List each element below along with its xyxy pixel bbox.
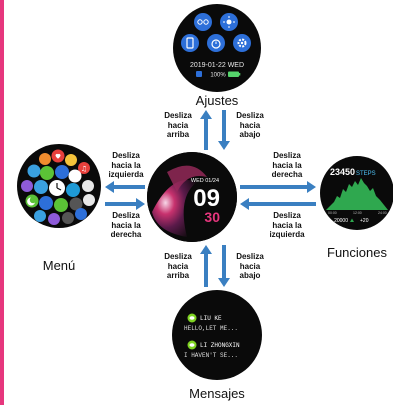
steps-unit: STEPS	[356, 171, 376, 177]
chat-icon	[187, 340, 197, 350]
settings-watch: 2019-01-22 WED 100%	[173, 4, 261, 92]
caption-swipe-left: Desliza hacia la izquierda	[108, 151, 144, 179]
steps-footer-right: +20	[360, 218, 369, 224]
caption-swipe-up-top: Desliza hacia arriba	[164, 111, 192, 139]
caption-swipe-down-bottom: Desliza hacia abajo	[236, 252, 264, 280]
caption-swipe-down-top: Desliza hacia abajo	[236, 111, 264, 139]
arrow-left-right	[240, 198, 316, 210]
steps-footer-left: 20000	[334, 218, 348, 224]
accent-bar	[0, 0, 4, 405]
up-triangle-icon	[350, 218, 354, 222]
gear-icon	[233, 34, 251, 52]
settings-battery: 100%	[210, 73, 226, 79]
chat-icon	[54, 198, 68, 212]
steps-value: 23450	[330, 167, 355, 177]
arrow-right-right	[240, 181, 316, 193]
menu-watch: ♫	[17, 144, 101, 228]
arrow-up-top	[200, 110, 212, 150]
phone-icon	[181, 34, 199, 52]
stopwatch-icon	[207, 34, 225, 52]
caption-swipe-up-bottom: Desliza hacia arriba	[164, 252, 192, 280]
message-2-name: LI ZHONGXIN	[200, 342, 240, 349]
bluetooth-badge	[196, 71, 202, 77]
center-watch: WED 01/24 09 30	[147, 152, 237, 242]
svg-text:♫: ♫	[81, 165, 87, 173]
arrow-down-bottom	[218, 245, 230, 287]
brightness-icon	[220, 13, 238, 31]
time-mark-end: 24:00	[378, 211, 387, 215]
center-minute: 30	[204, 209, 220, 225]
arrow-down-top	[218, 110, 230, 150]
settings-date: 2019-01-22 WED	[190, 62, 244, 69]
messages-watch: LIU KE HELLO,LET ME... LI ZHONGXIN I HAV…	[172, 290, 262, 380]
message-2-text: I HAVEN'T SE...	[184, 352, 238, 359]
time-mark-start: 00:00	[328, 211, 337, 215]
message-1-text: HELLO,LET ME...	[184, 325, 238, 332]
label-mensajes: Mensajes	[189, 386, 245, 401]
arrow-right-left	[105, 198, 145, 210]
center-hour: 09	[193, 185, 220, 212]
caption-swipe-left-right: Desliza hacia la izquierda	[269, 211, 305, 239]
label-ajustes: Ajustes	[195, 93, 239, 108]
chat-icon	[187, 313, 197, 323]
music-icon	[78, 162, 90, 174]
center-day-label: WED 01/24	[191, 178, 219, 184]
arrow-left-left	[105, 181, 145, 193]
message-1-name: LIU KE	[200, 315, 222, 322]
label-funciones: Funciones	[327, 245, 387, 260]
functions-watch: 23450 STEPS 00:00 12:00 24:00 20000 +20	[320, 156, 393, 230]
caption-swipe-right: Desliza hacia la derecha	[271, 151, 303, 179]
arrow-up-bottom	[200, 245, 212, 287]
battery-icon	[228, 71, 241, 77]
caption-swipe-right-left: Desliza hacia la derecha	[110, 211, 142, 239]
label-menu: Menú	[42, 258, 76, 273]
steps-histogram	[326, 178, 388, 210]
time-mark-mid: 12:00	[353, 211, 362, 215]
glasses-icon	[194, 13, 212, 31]
